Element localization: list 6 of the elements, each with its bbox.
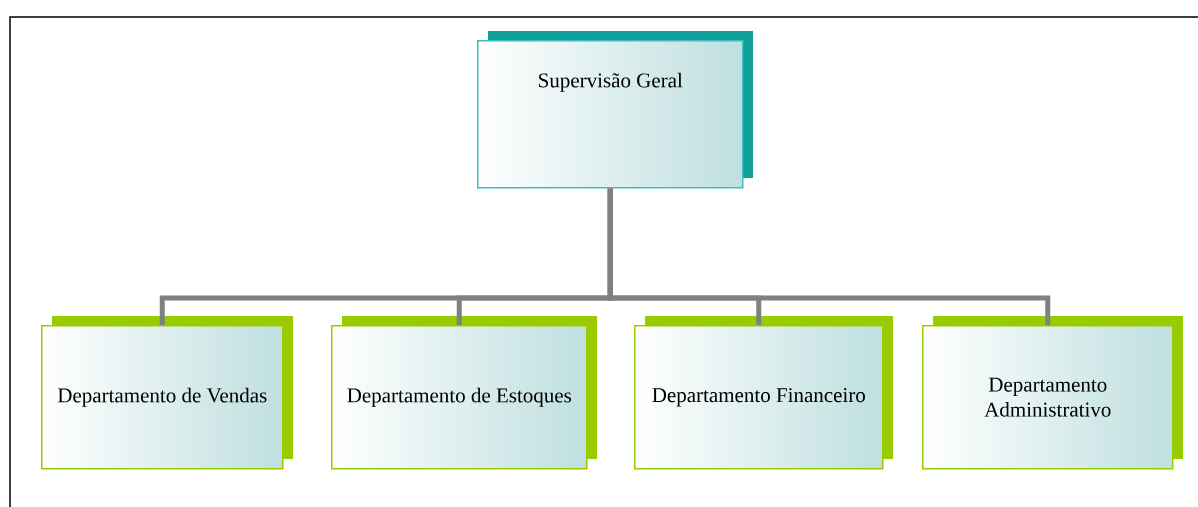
org-box: Departamento Administrativo xyxy=(922,316,1183,470)
connector-line xyxy=(607,188,1051,325)
org-box: Supervisão Geral xyxy=(477,31,753,189)
org-box: Departamento Financeiro xyxy=(634,316,893,470)
org-box: Departamento de Vendas xyxy=(41,316,293,470)
org-box: Departamento de Estoques xyxy=(331,316,597,470)
